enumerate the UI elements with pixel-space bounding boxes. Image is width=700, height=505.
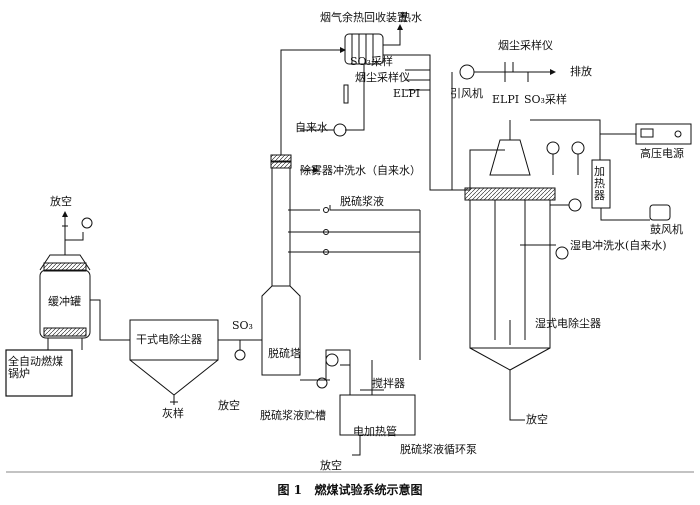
label-pump: 脱硫浆液循环泵 xyxy=(400,443,477,456)
label-heater: 电加热管 xyxy=(353,425,397,438)
label-heater-box: 加热器 xyxy=(594,165,605,202)
hv-power-screen xyxy=(640,128,654,138)
label-demister: 除雾器冲洗水（自来水） xyxy=(300,164,421,177)
label-dry-esp: 干式电除尘器 xyxy=(136,333,202,346)
label-slurry-tank: 脱硫浆液贮槽 xyxy=(260,409,326,422)
pump-line xyxy=(300,349,351,395)
pressure-gauge-1 xyxy=(546,141,560,155)
label-vent-right: 放空 xyxy=(526,413,548,426)
blower-line xyxy=(600,208,650,221)
boiler xyxy=(5,349,73,397)
label-fan: 引风机 xyxy=(450,87,483,100)
label-vent-bottom: 放空 xyxy=(320,459,342,472)
thermometer-mid xyxy=(234,349,246,361)
pressure-gauge-2 xyxy=(568,198,582,212)
label-vent-top: 放空 xyxy=(50,195,72,208)
label-stirrer: 搅拌器 xyxy=(372,377,405,390)
slurry-tank xyxy=(325,353,416,456)
label-blower: 鼓风机 xyxy=(650,223,683,236)
slurry-lines xyxy=(300,167,421,360)
label-buffer-tank: 缓冲罐 xyxy=(48,295,81,308)
wet-esp xyxy=(464,119,601,395)
caption-number: 图 1 xyxy=(277,483,302,497)
heat-recovery xyxy=(300,24,403,137)
label-wesp-wash: 湿电冲洗水(自来水) xyxy=(570,239,667,252)
label-dust-sampler: 烟尘采样仪 xyxy=(355,71,410,84)
flue-duct xyxy=(383,54,556,191)
label-elpi-left: ELPI xyxy=(393,87,421,100)
blower-icon xyxy=(649,204,671,221)
label-hv-power: 高压电源 xyxy=(640,147,684,160)
label-slurry: 脱硫浆液 xyxy=(340,195,384,208)
label-heat-recovery: 烟气余热回收装置 xyxy=(320,11,408,24)
label-vent-left: 放空 xyxy=(218,399,240,412)
label-dust-sampler-top: 烟尘采样仪 xyxy=(498,39,553,52)
label-so3-sample-right: SO₃采样 xyxy=(524,93,567,106)
label-tap-water: 自来水 xyxy=(295,121,328,134)
label-boiler: 全自动燃煤锅炉 xyxy=(8,355,63,380)
label-so3-mid: SO₃ xyxy=(232,319,253,332)
wash-pump xyxy=(555,246,569,260)
hv-power-knob xyxy=(674,130,682,138)
gauge-stems xyxy=(550,154,579,206)
label-elpi-right: ELPI xyxy=(492,93,520,106)
label-hot-water: 热水 xyxy=(400,11,422,24)
pump-icon xyxy=(316,377,328,389)
label-ash-sample: 灰样 xyxy=(162,407,184,420)
vent-right-line xyxy=(509,395,525,421)
figure-caption: 图 1 燃煤试验系统示意图 xyxy=(0,481,700,498)
label-so3-sample: SO₃采样 xyxy=(350,55,393,68)
thermometer-right xyxy=(571,141,585,155)
desulf-tower xyxy=(261,47,346,376)
label-desulf-tower: 脱硫塔 xyxy=(268,347,301,360)
label-wesp: 湿式电除尘器 xyxy=(535,317,601,330)
pipe-buffer-esp xyxy=(90,299,130,341)
hv-power-box xyxy=(635,123,692,145)
buffer-tank xyxy=(39,211,93,350)
caption-title: 燃煤试验系统示意图 xyxy=(314,483,423,497)
label-exhaust: 排放 xyxy=(570,65,592,78)
